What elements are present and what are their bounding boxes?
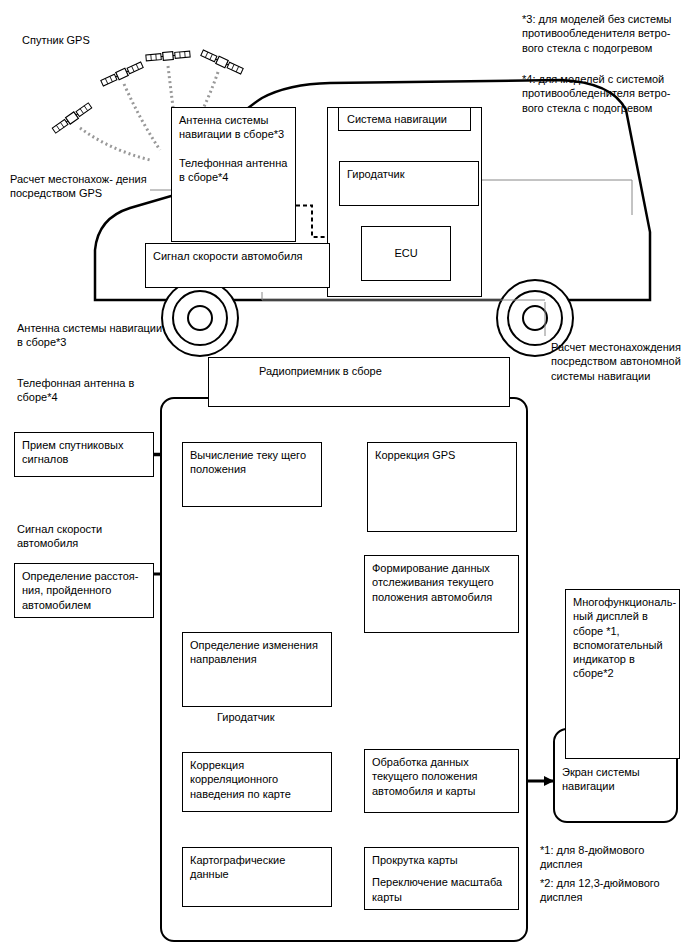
note-label: Спутник GPS	[22, 33, 142, 47]
display-box: Многофункциональ- ный дисплей в сборе *1…	[565, 589, 680, 759]
process-box: Прокрутка картыПереключение масштаба кар…	[364, 847, 519, 910]
node-text: Антенна системы навигации в сборе*3	[17, 321, 167, 350]
distance-box: Сигнал скорости автомобиляОпределение ра…	[14, 563, 154, 618]
process-box: Определение изменения направленияГиродат…	[182, 632, 332, 707]
node-text: Сигнал скорости автомобиля	[153, 249, 322, 263]
note-label: *3: для моделей без системы противооблед…	[522, 12, 682, 55]
speed-signal-box: Сигнал скорости автомобиля	[145, 243, 330, 288]
note-label: *2: для 12,3-дюймового дисплея	[540, 876, 680, 905]
node-text: ECU	[369, 232, 443, 260]
antenna-box: Антенна системы навигации в сборе*3Телеф…	[171, 107, 296, 242]
process-box: Формирование данных отслеживания текущег…	[364, 555, 519, 633]
node-text: Телефонная антенна в сборе*4	[179, 156, 288, 185]
map-data-box: Картографические данные	[182, 847, 332, 907]
node-text: Определение расстоя- ния, пройденного ав…	[22, 569, 146, 612]
navigation-screen: Экран системы навигацииМногофункциональ-…	[553, 728, 678, 823]
node-text: Коррекция корреляционного наведения по к…	[190, 758, 324, 801]
node-text: Гиродатчик	[347, 167, 471, 181]
note-label: *1: для 8-дюймового дисплея	[540, 843, 680, 872]
note-label: Расчет местонахождения посредством автон…	[551, 340, 681, 383]
node-text: Система навигации	[338, 108, 471, 131]
process-box: Коррекция GPS	[367, 442, 517, 532]
process-box: Коррекция корреляционного наведения по к…	[182, 752, 332, 812]
node-text: Антенна системы навигации в сборе*3	[179, 113, 288, 142]
radio-receiver-assembly: Радиоприемник в сбореВычисление теку щег…	[160, 397, 528, 942]
node-text: Вычисление теку щего положения	[190, 448, 314, 477]
node-text: Коррекция GPS	[375, 448, 509, 462]
node-text: Многофункциональ- ный дисплей в сборе *1…	[573, 595, 672, 681]
process-box: Вычисление теку щего положения	[182, 442, 322, 507]
node-text: Картографические данные	[190, 853, 324, 882]
node-text: Телефонная антенна в сборе*4	[17, 376, 167, 405]
node-text: Прокрутка карты	[372, 853, 511, 867]
node-text: Обработка данных текущего положения авто…	[372, 755, 511, 798]
navigation-system-box: Система навигацииГиродатчикECU	[327, 107, 482, 297]
gyro-sensor-box: Гиродатчик	[339, 161, 479, 206]
satellite-signal-box: Антенна системы навигации в сборе*3Телеф…	[14, 432, 154, 477]
note-label: Расчет местонахож- дения посредством GPS	[10, 172, 150, 201]
node-text: Гиродатчик	[217, 710, 327, 724]
process-box: Обработка данных текущего положения авто…	[364, 749, 519, 813]
node-text: Радиоприемник в сборе	[208, 357, 510, 407]
note-label: *4: для моделей с системой противообледе…	[522, 72, 682, 115]
node-text: Определение изменения направления	[190, 638, 324, 667]
ecu-box: ECU	[361, 226, 451, 281]
node-text: Переключение масштаба карты	[372, 875, 511, 904]
node-text: Прием спутниковых сигналов	[22, 438, 146, 467]
node-text: Сигнал скорости автомобиля	[17, 522, 147, 551]
node-text: Формирование данных отслеживания текущег…	[372, 561, 511, 604]
